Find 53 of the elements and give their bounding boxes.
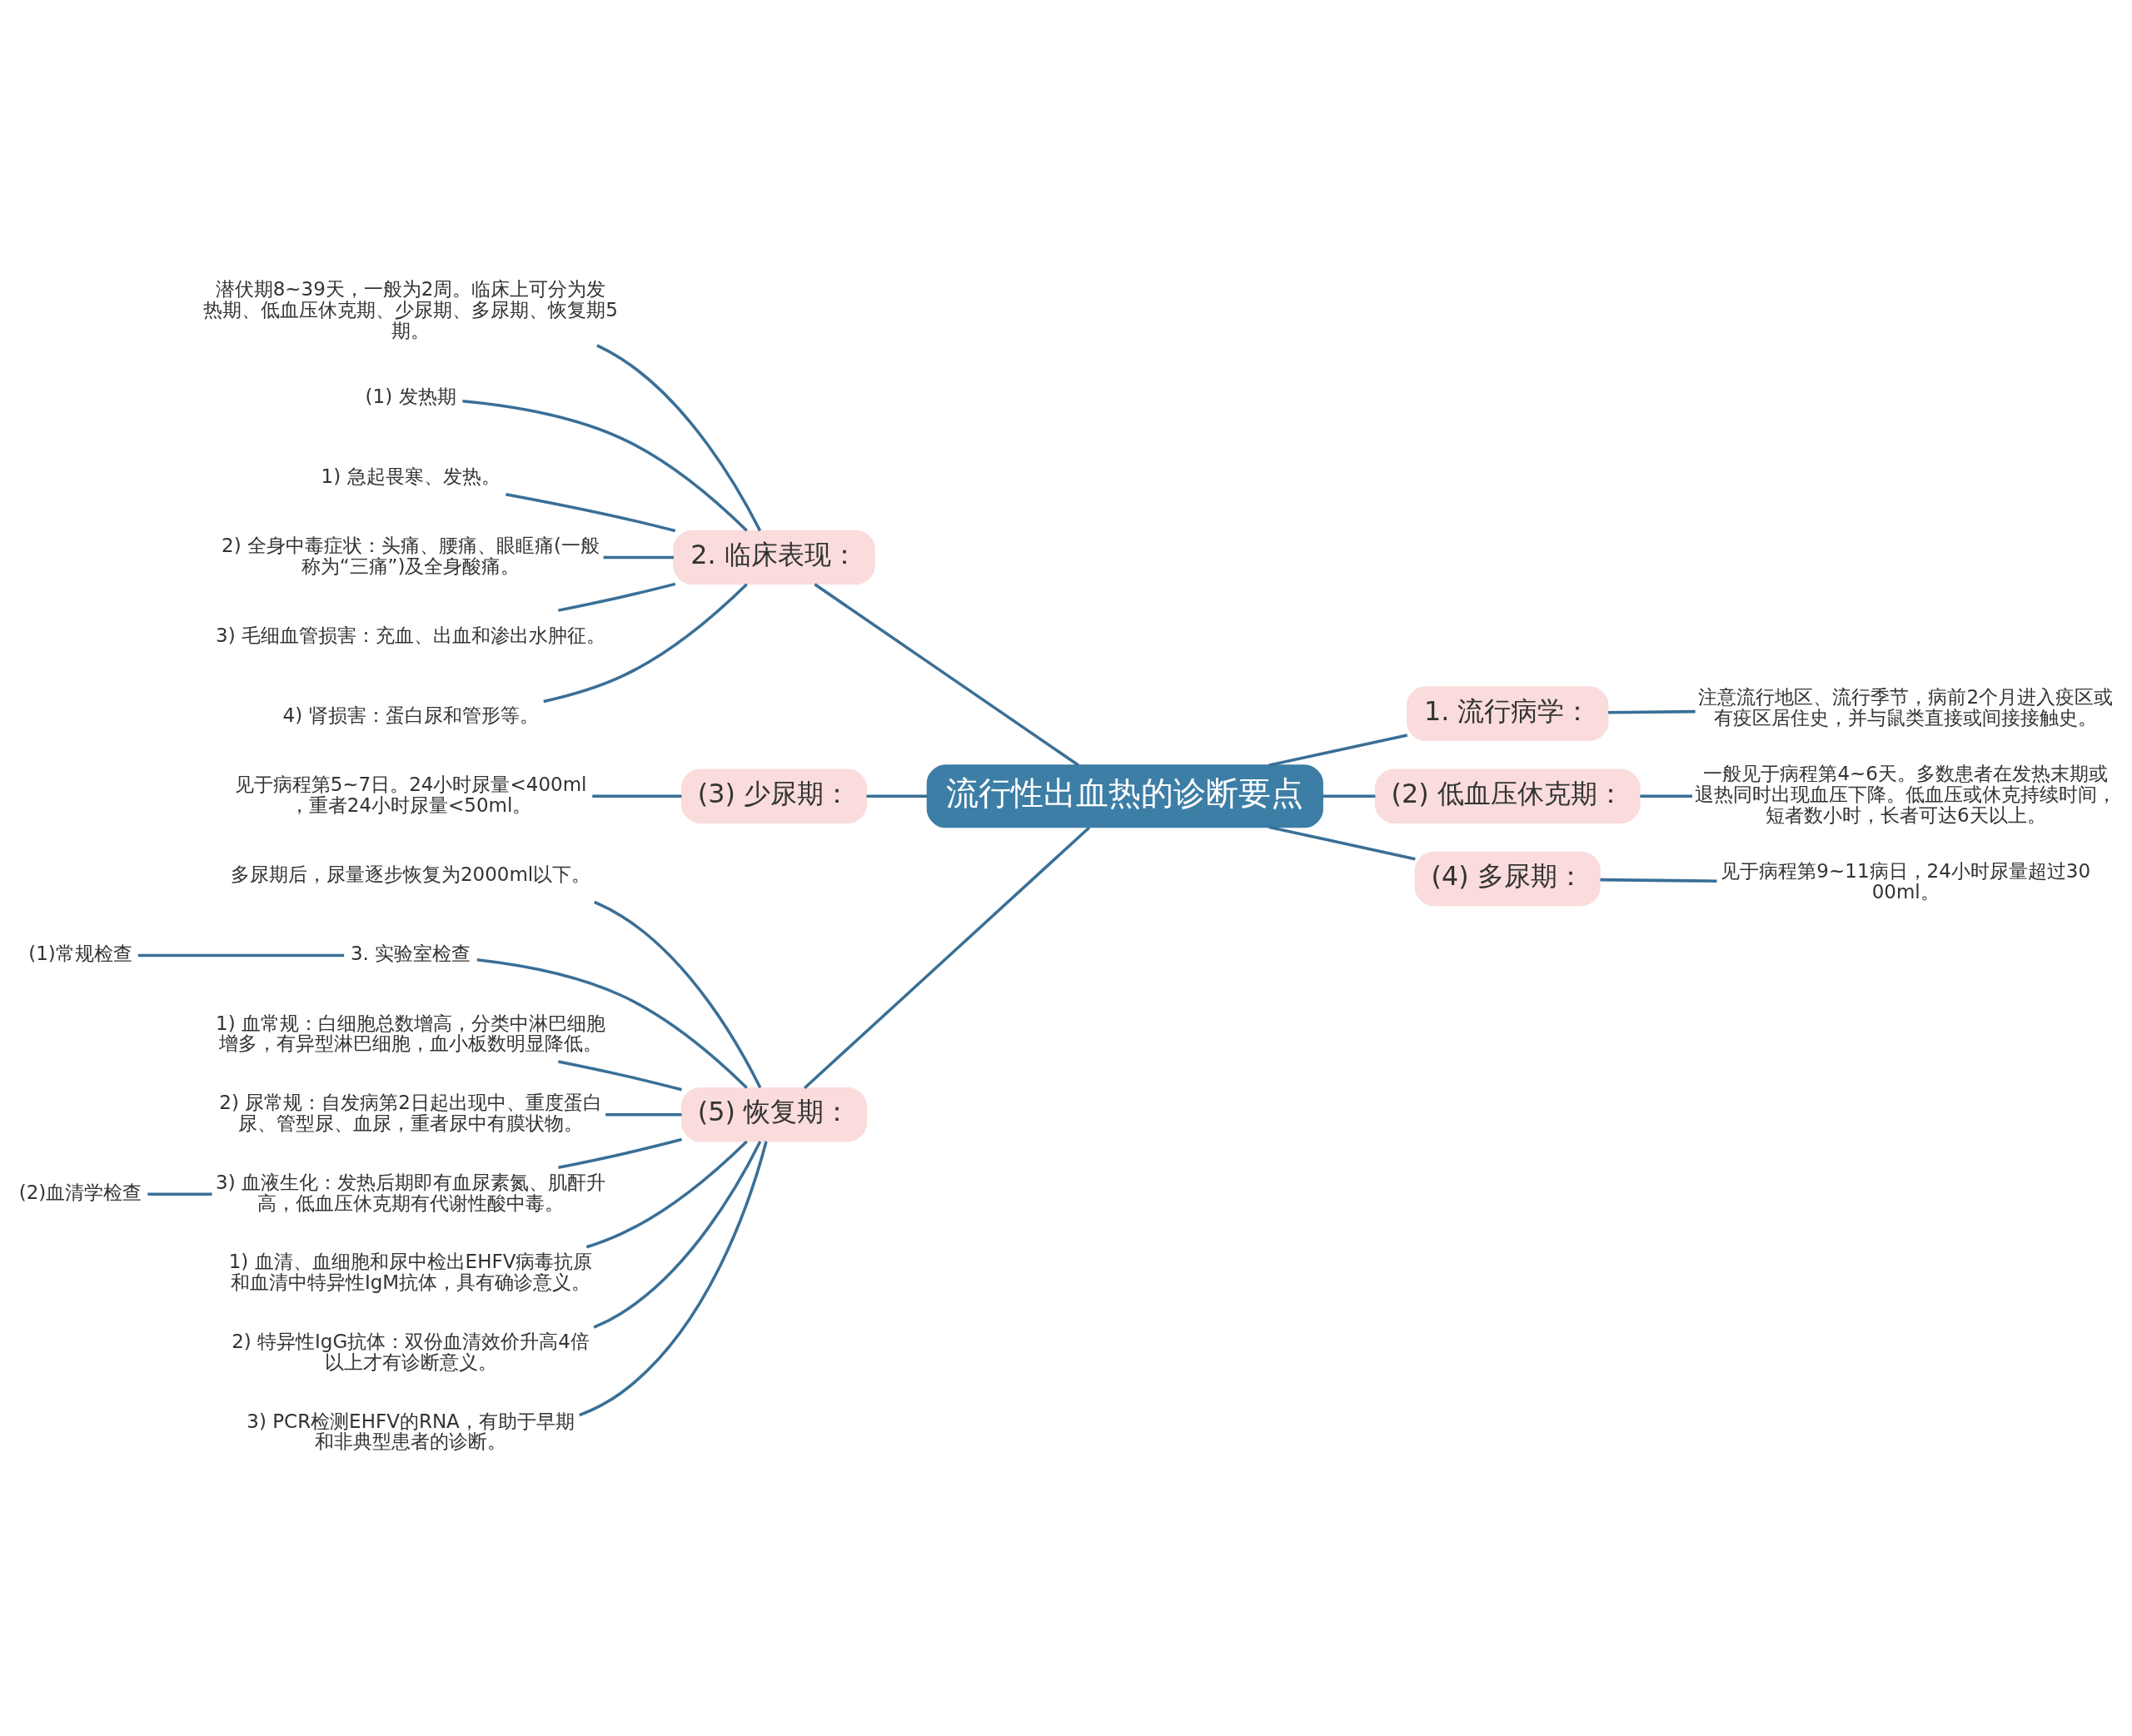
node-text: 一般见于病程第4~6天。多数患者在发热末期或退热同时出现血压下降。低血压或休克持续时间，短者数小时，长者可达6天以上。 bbox=[1695, 762, 2117, 826]
node-text: 2) 全身中毒症状：头痛、腰痛、眼眶痛(一般称为“三痛”)及全身酸痛。 bbox=[222, 534, 600, 577]
node-box: 流行性出血热的诊断要点 bbox=[926, 764, 1323, 828]
node-text: 3. 实验室检查 bbox=[350, 942, 471, 964]
node-text: 3) 血液生化：发热后期即有血尿素氮、肌酐升高，低血压休克期有代谢性酸中毒。 bbox=[216, 1171, 606, 1214]
connector bbox=[476, 958, 748, 1089]
connector bbox=[585, 1140, 748, 1248]
node-text: (1)常规检查 bbox=[28, 942, 132, 964]
node-box: 1. 流行病学： bbox=[1406, 685, 1609, 741]
connector bbox=[1640, 794, 1692, 798]
node-text: 4) 肾损害：蛋白尿和管形等。 bbox=[282, 704, 539, 726]
connector bbox=[579, 1141, 768, 1416]
node-text: 注意流行地区、流行季节，病前2个月进入疫区或有疫区居住史，并与鼠类直接或间接接触史。 bbox=[1698, 685, 2114, 729]
node-text: 多尿期后，尿量逐步恢复为2000ml以下。 bbox=[230, 863, 591, 885]
connector bbox=[1608, 709, 1696, 714]
node-text: 见于病程第9~11病日，24小时尿量超过3000ml。 bbox=[1721, 859, 2091, 903]
connector bbox=[866, 794, 928, 798]
node-text: (1) 发热期 bbox=[365, 385, 456, 407]
connector bbox=[1323, 794, 1376, 798]
connector bbox=[506, 492, 676, 532]
node-text: 2) 尿常规：自发病第2日起出现中、重度蛋白尿、管型尿、血尿，重者尿中有膜状物。 bbox=[219, 1091, 602, 1134]
node-box: (2) 低血压休克期： bbox=[1374, 769, 1641, 823]
connector bbox=[1600, 878, 1717, 883]
node-text: 3) PCR检测EHFV的RNA，有助于早期和非典型患者的诊断。 bbox=[247, 1410, 575, 1452]
node-text: 1) 血清、血细胞和尿中检出EHFV病毒抗原和血清中特异性IgM抗体，具有确诊意义。 bbox=[228, 1250, 593, 1293]
node-box: (3) 少尿期： bbox=[680, 769, 867, 823]
connector bbox=[137, 953, 345, 957]
connector bbox=[592, 794, 682, 798]
connector bbox=[558, 582, 676, 612]
connector bbox=[814, 582, 1079, 766]
connector bbox=[543, 582, 748, 703]
connector bbox=[1268, 733, 1408, 767]
connector bbox=[558, 1137, 682, 1169]
connector bbox=[603, 555, 674, 559]
connector bbox=[593, 1140, 762, 1329]
connector bbox=[462, 399, 748, 531]
connector bbox=[803, 826, 1091, 1089]
node-text: 见于病程第5~7日。24小时尿量<400ml，重者24小时尿量<50ml。 bbox=[234, 773, 587, 816]
node-box: (4) 多尿期： bbox=[1414, 851, 1601, 906]
node-box: (5) 恢复期： bbox=[680, 1087, 867, 1142]
node-text: 1) 血常规：白细胞总数增高，分类中淋巴细胞增多，有异型淋巴细胞，血小板数明显降低。 bbox=[216, 1012, 606, 1054]
node-text: 2) 特异性IgG抗体：双份血清效价升高4倍以上才有诊断意义。 bbox=[232, 1330, 590, 1373]
node-text: 3) 毛细血管损害：充血、出血和渗出水肿征。 bbox=[216, 624, 606, 646]
connector bbox=[605, 1112, 682, 1116]
connector bbox=[596, 343, 762, 531]
node-text: 潜伏期8~39天，一般为2周。临床上可分为发热期、低血压休克期、少尿期、多尿期、恢复期5期。 bbox=[203, 277, 618, 341]
connector bbox=[558, 1059, 682, 1091]
connector bbox=[1268, 825, 1416, 860]
connector bbox=[147, 1192, 212, 1196]
node-text: 1) 急起畏寒、发热。 bbox=[321, 465, 501, 487]
node-box: 2. 临床表现： bbox=[673, 530, 875, 584]
connector bbox=[594, 900, 762, 1088]
node-text: (2)血清学检查 bbox=[18, 1181, 142, 1203]
